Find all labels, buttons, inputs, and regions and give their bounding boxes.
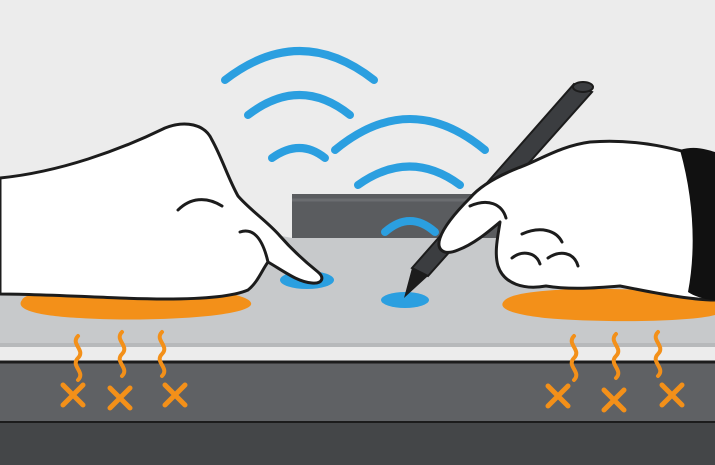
device-base <box>0 422 715 465</box>
stylus-cap <box>573 82 593 92</box>
